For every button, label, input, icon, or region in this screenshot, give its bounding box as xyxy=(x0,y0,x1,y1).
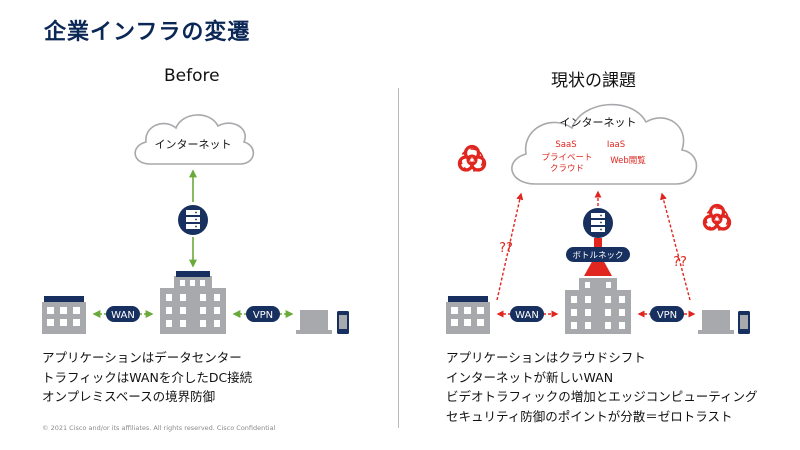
section-divider xyxy=(398,88,399,428)
current-wan-badge: WAN xyxy=(510,306,544,322)
current-laptop-icon xyxy=(698,310,734,334)
before-laptop-icon xyxy=(296,310,332,334)
current-server-node-icon xyxy=(583,208,613,238)
current-bullet-list: アプリケーションはクラウドシフト インターネットが新しいWAN ビデオトラフィッ… xyxy=(446,348,758,426)
copyright-footer: © 2021 Cisco and/or its affiliates. All … xyxy=(42,424,276,432)
before-bullet-item: トラフィックはWANを介したDC接続 xyxy=(42,369,253,385)
before-branch-building-icon xyxy=(42,296,86,334)
before-phone-icon xyxy=(337,311,349,334)
before-vpn-badge: VPN xyxy=(246,306,280,322)
before-bullet-list: アプリケーションはデータセンター トラフィックはWANを介したDC接続 オンプレ… xyxy=(42,348,252,407)
current-cloud-label: インターネット xyxy=(560,116,637,129)
iaas-label: IaaS xyxy=(607,140,625,150)
left-internet-red-arrow xyxy=(496,192,524,301)
bottleneck-label: ボトルネック xyxy=(572,251,623,261)
before-cloud-label: インターネット xyxy=(155,138,232,151)
before-datacenter-building-icon xyxy=(160,271,226,334)
before-vpn-label: VPN xyxy=(253,310,273,321)
web-browsing-label: Web閲覧 xyxy=(610,155,646,166)
saas-label: SaaS xyxy=(555,140,576,150)
current-bullet-item: セキュリティ防御のポイントが分散＝ゼロトラスト xyxy=(446,408,733,424)
current-internet-cloud: インターネット SaaS IaaS プライベート クラウド Web閲覧 xyxy=(511,103,698,185)
before-wan-label: WAN xyxy=(111,310,135,321)
bottleneck-badge: ボトルネック xyxy=(566,247,630,262)
current-datacenter-building-icon xyxy=(565,278,631,334)
current-vpn-label: VPN xyxy=(657,310,677,321)
biohazard-left-icon xyxy=(457,144,487,173)
left-question-marks: ?? xyxy=(499,241,513,256)
current-bullet-item: ビデオトラフィックの増加とエッジコンピューティング xyxy=(446,389,758,404)
private-cloud-label-line2: クラウド xyxy=(550,164,584,174)
current-vpn-badge: VPN xyxy=(650,306,684,322)
private-cloud-label-line1: プライベート xyxy=(541,153,592,163)
current-wan-label: WAN xyxy=(515,310,539,321)
current-heading: 現状の課題 xyxy=(551,71,636,91)
current-bullet-item: アプリケーションはクラウドシフト xyxy=(446,350,646,365)
right-internet-red-arrow xyxy=(660,192,691,301)
before-bullet-item: アプリケーションはデータセンター xyxy=(42,350,242,365)
before-wan-badge: WAN xyxy=(106,306,140,322)
current-bullet-item: インターネットが新しいWAN xyxy=(446,369,614,385)
biohazard-right-icon xyxy=(702,203,732,232)
right-question-marks: ?? xyxy=(673,255,687,270)
current-branch-building-icon xyxy=(446,296,490,334)
current-phone-icon xyxy=(738,311,750,334)
before-heading: Before xyxy=(164,66,220,86)
before-server-node-icon xyxy=(178,205,208,235)
before-internet-cloud: インターネット xyxy=(134,114,255,165)
before-bullet-item: オンプレミスベースの境界防御 xyxy=(42,389,216,404)
slide-title: 企業インフラの変遷 xyxy=(44,20,251,45)
